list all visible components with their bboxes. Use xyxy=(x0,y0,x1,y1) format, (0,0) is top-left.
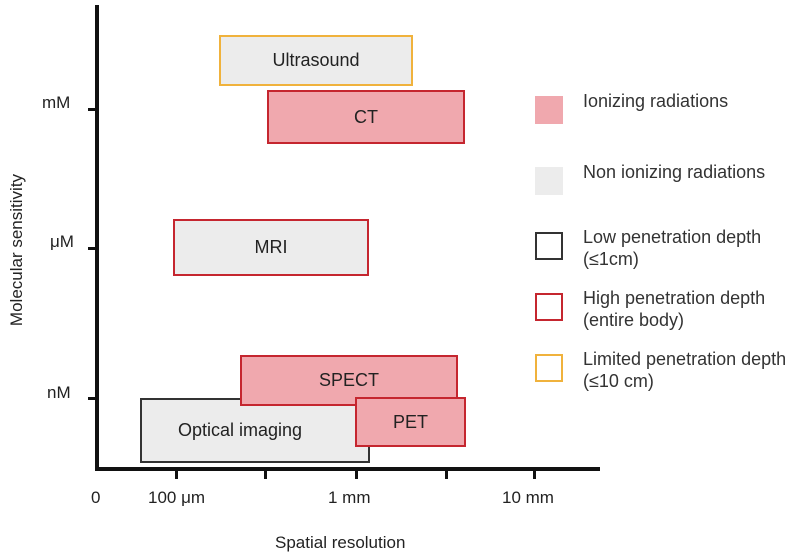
modality-ultrasound: Ultrasound xyxy=(219,35,413,86)
legend-ionizing-label: Ionizing radiations xyxy=(583,91,729,111)
modality-pet: PET xyxy=(355,397,466,447)
x-tick-minor-2 xyxy=(445,470,448,479)
x-tick-label-1mm: 1 mm xyxy=(328,488,371,507)
legend-high-penetration-label: High penetration depth (entire body) xyxy=(583,288,766,330)
legend-low-penetration-swatch xyxy=(535,232,563,260)
y-axis-title: Molecular sensitivity xyxy=(7,173,26,327)
modality-mri-label: MRI xyxy=(254,237,288,257)
y-tick-nm xyxy=(88,397,97,400)
x-tick-1mm xyxy=(355,470,358,479)
y-tick-um xyxy=(88,247,97,250)
legend-low-penetration-label: Low penetration depth (≤1cm) xyxy=(583,227,762,269)
y-tick-mm xyxy=(88,108,97,111)
y-tick-label-um: μM xyxy=(50,232,74,251)
legend-non-ionizing: Non ionizing radiations xyxy=(535,161,793,195)
modality-optical-imaging-label: Optical imaging xyxy=(178,420,303,440)
x-tick-minor-1 xyxy=(264,470,267,479)
x-tick-label-100um: 100 μm xyxy=(148,488,206,507)
x-tick-label-0: 0 xyxy=(91,488,101,507)
x-axis-line xyxy=(95,467,600,471)
legend-ionizing-swatch xyxy=(535,96,563,124)
legend-non-ionizing-swatch xyxy=(535,167,563,195)
legend-ionizing: Ionizing radiations xyxy=(535,90,793,124)
y-tick-label-nm: nM xyxy=(47,383,71,402)
y-tick-label-mm: mM xyxy=(42,93,71,112)
legend-limited-penetration-label: Limited penetration depth (≤10 cm) xyxy=(583,349,787,391)
legend-non-ionizing-label: Non ionizing radiations xyxy=(583,162,766,182)
legend-low-penetration: Low penetration depth (≤1cm) xyxy=(535,226,793,270)
modality-ct-label: CT xyxy=(354,106,378,127)
modality-optical-imaging: Optical imaging xyxy=(140,398,370,463)
modality-ct: CT xyxy=(267,90,465,144)
legend-high-penetration: High penetration depth (entire body) xyxy=(535,287,793,331)
modality-mri: MRI xyxy=(173,219,369,276)
y-axis-line xyxy=(95,5,99,471)
legend-limited-penetration-swatch xyxy=(535,354,563,382)
legend-high-penetration-swatch xyxy=(535,293,563,321)
modality-ultrasound-label: Ultrasound xyxy=(272,50,360,70)
modality-spect-label: SPECT xyxy=(318,370,379,390)
x-axis-title: Spatial resolution xyxy=(275,533,406,552)
modality-pet-label: PET xyxy=(392,411,428,432)
x-tick-label-10mm: 10 mm xyxy=(502,488,554,507)
x-tick-100um xyxy=(175,470,178,479)
modality-spect: SPECT xyxy=(240,355,458,406)
legend-limited-penetration: Limited penetration depth (≤10 cm) xyxy=(535,348,793,392)
x-tick-10mm xyxy=(533,470,536,479)
